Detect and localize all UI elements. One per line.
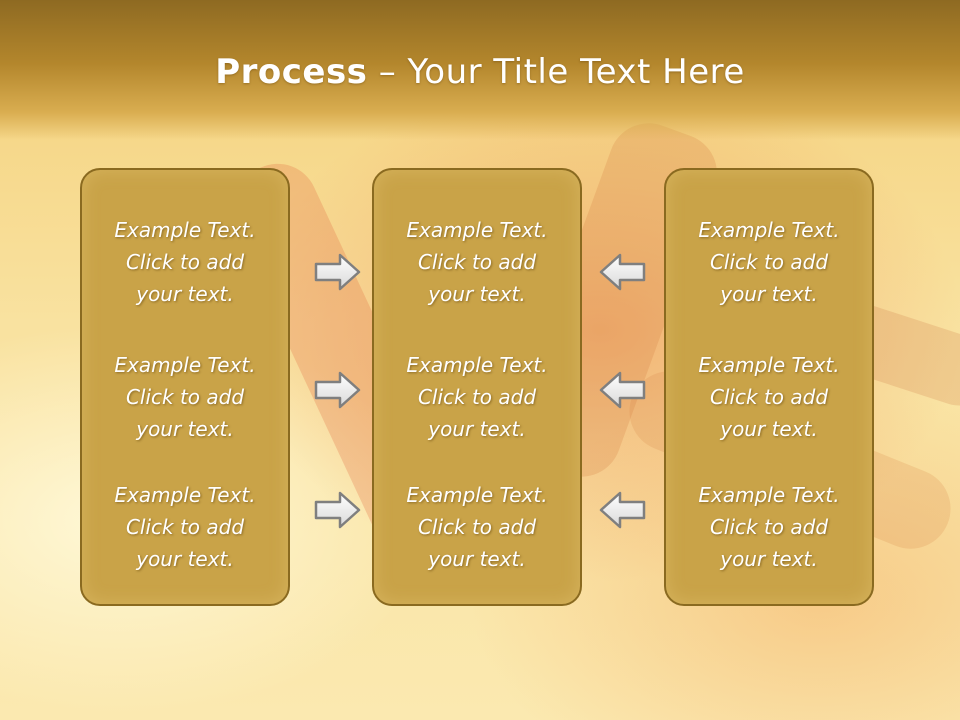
right-arrow-icon[interactable] bbox=[314, 490, 362, 530]
text-placeholder[interactable]: Example Text. Click to add your text. bbox=[666, 349, 872, 445]
left-arrow-icon[interactable] bbox=[598, 490, 646, 530]
text-line: Example Text. bbox=[114, 483, 256, 507]
text-line: your text. bbox=[428, 417, 526, 441]
text-placeholder[interactable]: Example Text. Click to add your text. bbox=[82, 349, 288, 445]
text-placeholder[interactable]: Example Text. Click to add your text. bbox=[374, 349, 580, 445]
middle-panel[interactable]: Example Text. Click to add your text. Ex… bbox=[372, 168, 582, 606]
text-line: Click to add bbox=[125, 515, 245, 539]
text-placeholder[interactable]: Example Text. Click to add your text. bbox=[82, 479, 288, 575]
text-line: your text. bbox=[428, 282, 526, 306]
text-line: your text. bbox=[428, 547, 526, 571]
right-panel[interactable]: Example Text. Click to add your text. Ex… bbox=[664, 168, 874, 606]
text-line: your text. bbox=[720, 282, 818, 306]
text-line: Example Text. bbox=[114, 353, 256, 377]
text-line: Example Text. bbox=[114, 218, 256, 242]
title-bold-text: Process bbox=[215, 52, 368, 92]
text-line: your text. bbox=[720, 547, 818, 571]
text-line: Example Text. bbox=[698, 483, 840, 507]
left-arrow-icon[interactable] bbox=[598, 370, 646, 410]
text-placeholder[interactable]: Example Text. Click to add your text. bbox=[666, 214, 872, 310]
text-line: Click to add bbox=[417, 250, 537, 274]
left-panel[interactable]: Example Text. Click to add your text. Ex… bbox=[80, 168, 290, 606]
slide-title[interactable]: Process – Your Title Text Here bbox=[0, 52, 960, 92]
text-line: your text. bbox=[136, 547, 234, 571]
text-line: Click to add bbox=[417, 385, 537, 409]
right-arrow-icon[interactable] bbox=[314, 370, 362, 410]
text-line: your text. bbox=[136, 417, 234, 441]
text-line: your text. bbox=[720, 417, 818, 441]
text-line: Example Text. bbox=[698, 353, 840, 377]
text-line: Click to add bbox=[709, 515, 829, 539]
text-line: Example Text. bbox=[406, 218, 548, 242]
text-line: Example Text. bbox=[698, 218, 840, 242]
text-line: Click to add bbox=[709, 385, 829, 409]
text-line: Click to add bbox=[125, 385, 245, 409]
text-placeholder[interactable]: Example Text. Click to add your text. bbox=[374, 479, 580, 575]
text-line: Example Text. bbox=[406, 483, 548, 507]
text-line: your text. bbox=[136, 282, 234, 306]
text-line: Click to add bbox=[709, 250, 829, 274]
text-placeholder[interactable]: Example Text. Click to add your text. bbox=[666, 479, 872, 575]
text-placeholder[interactable]: Example Text. Click to add your text. bbox=[374, 214, 580, 310]
text-line: Click to add bbox=[417, 515, 537, 539]
text-line: Example Text. bbox=[406, 353, 548, 377]
title-rest-text: – Your Title Text Here bbox=[367, 52, 745, 92]
left-arrow-icon[interactable] bbox=[598, 252, 646, 292]
right-arrow-icon[interactable] bbox=[314, 252, 362, 292]
text-placeholder[interactable]: Example Text. Click to add your text. bbox=[82, 214, 288, 310]
title-banner bbox=[0, 0, 960, 140]
text-line: Click to add bbox=[125, 250, 245, 274]
